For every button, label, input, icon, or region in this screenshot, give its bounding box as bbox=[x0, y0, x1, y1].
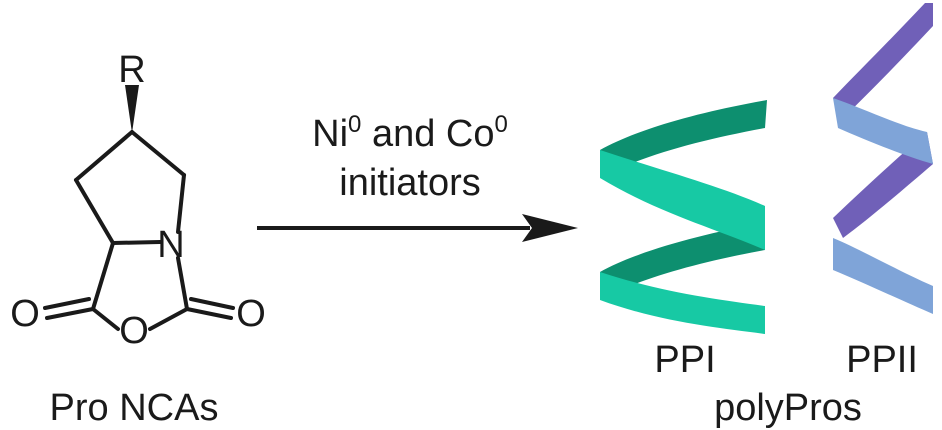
polymer-caption: polyPros bbox=[714, 387, 862, 429]
ppi-label: PPI bbox=[654, 339, 715, 381]
ppi-front-segment bbox=[600, 272, 765, 334]
carbonyl-right-bond-a bbox=[185, 307, 233, 320]
pro-nca-structure bbox=[43, 130, 235, 331]
bond-c5-n bbox=[176, 173, 186, 234]
ni-oxidation-state: 0 bbox=[348, 111, 361, 138]
catalyst-co: and Co bbox=[361, 113, 494, 155]
carbonyl-left-bond-a bbox=[45, 307, 95, 320]
ppi-back-segment bbox=[600, 222, 765, 300]
ppi-back-segment bbox=[600, 100, 767, 178]
reaction-arrow-head bbox=[522, 214, 578, 242]
bond-c3-n bbox=[176, 256, 189, 311]
ppii-helix bbox=[833, 3, 933, 314]
ppii-front-segment bbox=[833, 238, 933, 314]
co-oxidation-state: 0 bbox=[494, 111, 507, 138]
ring-oxygen-label: O bbox=[119, 310, 149, 352]
bond-c4-c5 bbox=[130, 130, 186, 177]
carbonyl-oxygen-left-label: O bbox=[10, 293, 40, 335]
catalyst-ni: Ni bbox=[312, 113, 348, 155]
bond-o-c3 bbox=[148, 307, 189, 331]
bond-c1-o bbox=[91, 307, 120, 331]
ppi-front-segment bbox=[600, 150, 765, 250]
carbonyl-right-bond-b bbox=[189, 297, 235, 310]
bond-c8a-c3 bbox=[74, 178, 115, 245]
ppii-back-segment bbox=[833, 3, 933, 118]
ppii-label: PPII bbox=[846, 339, 918, 381]
conditions-line-2: initiators bbox=[339, 162, 481, 204]
bond-n-c8a bbox=[111, 240, 162, 245]
monomer-caption: Pro NCAs bbox=[50, 387, 219, 429]
bond-c8a-c1 bbox=[91, 241, 115, 311]
substituent-label: R bbox=[118, 49, 145, 91]
ppi-helix bbox=[600, 100, 767, 334]
bond-c3-c4 bbox=[74, 130, 134, 182]
carbonyl-left-bond-b bbox=[43, 297, 91, 310]
nitrogen-label: N bbox=[157, 224, 184, 266]
wedge-bond bbox=[125, 85, 139, 133]
carbonyl-oxygen-right-label: O bbox=[236, 293, 266, 335]
ppii-back-segment bbox=[833, 132, 933, 238]
ppii-front-segment bbox=[833, 98, 933, 164]
conditions-line-1: Ni0 and Co0 bbox=[312, 111, 508, 155]
